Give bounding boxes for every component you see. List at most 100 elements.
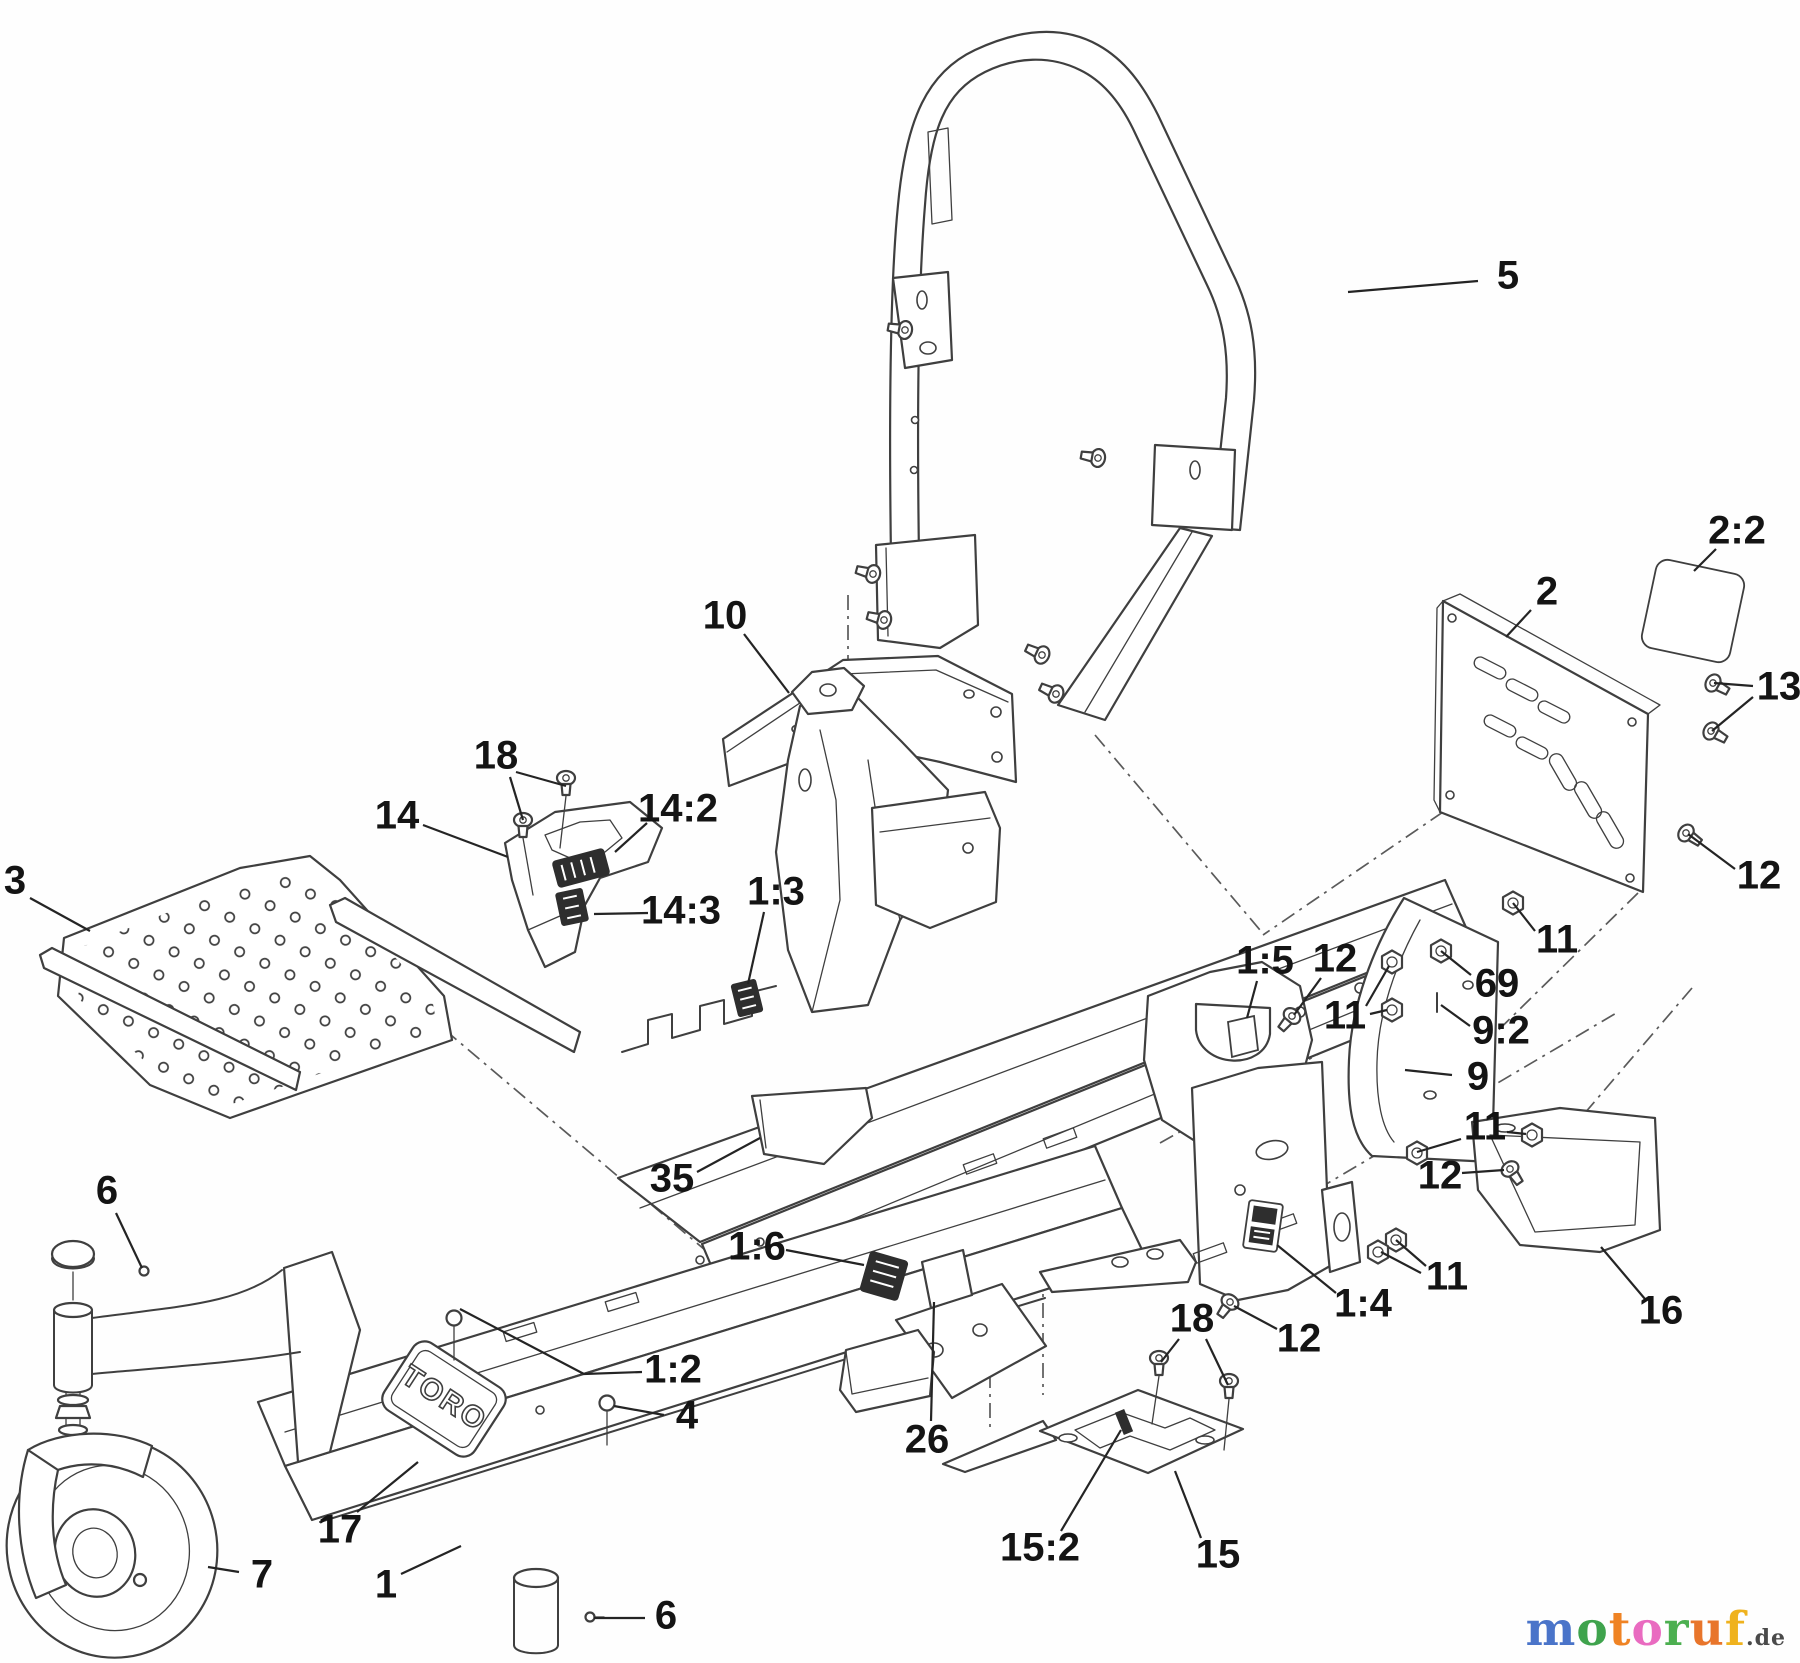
bolt-13b — [1699, 718, 1732, 749]
caster-cap-6 — [50, 1239, 96, 1269]
callout-35: 35 — [650, 1157, 695, 1201]
leader-14:3 — [593, 911, 649, 916]
leader-11 — [1395, 1239, 1427, 1267]
leader-15 — [1173, 1470, 1203, 1539]
leader-13 — [1711, 696, 1754, 732]
callout-2:2: 2:2 — [1708, 509, 1766, 553]
floor-pan-3 — [38, 854, 582, 1120]
watermark-motoruf: motoruf.de — [1526, 1602, 1786, 1657]
callout-1:6: 1:6 — [728, 1225, 786, 1269]
skid-plate-15 — [941, 1388, 1245, 1475]
callout-9: 9 — [1467, 1055, 1489, 1099]
toro-decal: TORO — [381, 1340, 507, 1458]
seat-support-box — [870, 790, 1002, 930]
callout-17: 17 — [318, 1508, 363, 1552]
leader-12 — [1687, 833, 1736, 870]
caster-assembly — [5, 1239, 219, 1659]
callout-16: 16 — [1639, 1289, 1684, 1333]
watermark-letter: t — [1608, 1602, 1632, 1657]
callout-26: 26 — [905, 1418, 950, 1462]
pin-6b — [584, 1611, 596, 1623]
leader-18 — [508, 776, 525, 821]
leader-4 — [613, 1404, 665, 1417]
callout-11: 11 — [1426, 1255, 1468, 1299]
callout-1:5: 1:5 — [1236, 939, 1294, 983]
callout-13: 13 — [1757, 665, 1800, 709]
callout-1: 1 — [375, 1563, 397, 1607]
decal-1-4 — [1242, 1199, 1284, 1253]
leader-11 — [1369, 1008, 1388, 1016]
watermark-letter: m — [1525, 1602, 1577, 1657]
leader-9 — [1404, 1068, 1453, 1077]
leader-1:4 — [1276, 1244, 1337, 1294]
callout-12: 12 — [1418, 1154, 1463, 1198]
callout-12: 12 — [1277, 1317, 1322, 1361]
callout-4: 4 — [676, 1394, 699, 1438]
leader-18 — [515, 770, 567, 788]
callout-1:3: 1:3 — [747, 870, 805, 914]
watermark-letter: o — [1631, 1602, 1664, 1657]
decal-2-2 — [1640, 558, 1746, 664]
leader-18 — [1205, 1338, 1229, 1386]
callout-6: 6 — [655, 1594, 677, 1638]
leader-2:2 — [1693, 548, 1717, 572]
leader-9:2 — [1440, 1004, 1471, 1027]
callout-14: 14 — [375, 794, 420, 838]
leader-6 — [115, 1212, 143, 1269]
leader-12 — [1461, 1168, 1505, 1175]
decal-14-3 — [555, 888, 589, 926]
rops-right-leg-bracket — [1078, 443, 1237, 532]
leader-11 — [1380, 1251, 1422, 1274]
watermark-letter: u — [1689, 1602, 1725, 1657]
callout-14:2: 14:2 — [638, 787, 718, 831]
leader-1:2 — [459, 1308, 643, 1376]
callout-11: 11 — [1324, 994, 1366, 1038]
leader-15:2 — [1060, 1429, 1122, 1532]
decal-14-2 — [552, 848, 610, 888]
nut-11b1 — [1380, 949, 1404, 975]
caster-arm-mount — [282, 1250, 362, 1464]
callout-11: 11 — [1536, 918, 1578, 962]
callout-15:2: 15:2 — [1000, 1526, 1080, 1570]
leader-35 — [696, 1137, 761, 1173]
decal-1-6 — [859, 1251, 909, 1301]
leader-11 — [1512, 902, 1536, 932]
watermark-letter: o — [1576, 1602, 1609, 1657]
mount-plate-2 — [1433, 593, 1661, 894]
leader-69 — [1440, 950, 1472, 976]
caster-pivot-tube — [52, 1301, 94, 1394]
leader-13 — [1713, 681, 1754, 688]
center-tower — [774, 666, 950, 1014]
callout-10: 10 — [703, 594, 748, 638]
leader-14 — [422, 823, 509, 859]
leader-1:6 — [785, 1248, 865, 1267]
pan-edge-rail-right — [328, 896, 582, 1054]
leader-26 — [929, 1301, 936, 1422]
callout-14:3: 14:3 — [641, 889, 721, 933]
rops-right-lower-leg — [1021, 526, 1214, 722]
leader-18 — [1160, 1338, 1180, 1363]
watermark-suffix: .de — [1745, 1625, 1786, 1651]
step-bracket-16 — [1470, 1106, 1662, 1254]
leader-7 — [207, 1565, 240, 1574]
callout-18: 18 — [1170, 1297, 1215, 1341]
decal-1-3 — [730, 978, 764, 1018]
rops-left-hinge-bracket — [885, 270, 954, 370]
cover-14 — [503, 800, 664, 969]
leader-12 — [1233, 1305, 1278, 1330]
leader-12 — [1293, 977, 1322, 1016]
callout-7: 7 — [251, 1553, 273, 1597]
plate-26 — [920, 1248, 974, 1310]
leader-16 — [1600, 1246, 1646, 1300]
decal-15-2 — [1114, 1409, 1134, 1435]
pan-edge-rail-left — [38, 946, 302, 1092]
leader-1:3 — [746, 911, 766, 985]
foot-bracket — [838, 1328, 936, 1414]
decal-1-5 — [1227, 1014, 1259, 1059]
right-rail-end — [1038, 1238, 1198, 1294]
rops-warning-decal — [927, 127, 953, 225]
cover-35 — [750, 1086, 874, 1166]
leader-11 — [1506, 1130, 1527, 1136]
leader-1:5 — [1245, 980, 1259, 1019]
